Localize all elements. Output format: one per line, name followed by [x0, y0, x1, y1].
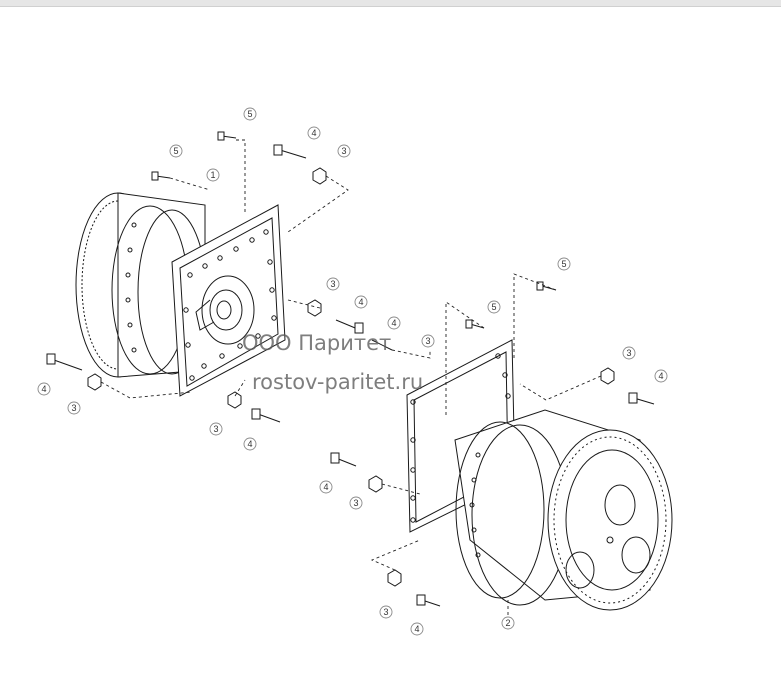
svg-text:5: 5	[491, 302, 496, 312]
callout-3: 3	[326, 277, 340, 291]
svg-text:3: 3	[383, 607, 388, 617]
assembly-leader-lines	[100, 139, 602, 620]
svg-text:4: 4	[658, 371, 663, 381]
watermark-company-name: ООО Паритет	[242, 331, 392, 355]
svg-text:5: 5	[247, 109, 252, 119]
svg-text:3: 3	[353, 498, 358, 508]
callout-4: 4	[307, 126, 321, 140]
svg-text:4: 4	[311, 128, 316, 138]
svg-text:4: 4	[358, 297, 363, 307]
watermark-website: rostov-paritet.ru	[252, 370, 424, 394]
svg-text:1: 1	[210, 170, 215, 180]
callout-3: 3	[209, 422, 223, 436]
callout-3: 3	[622, 346, 636, 360]
final-drive-right	[406, 339, 673, 611]
callout-5: 5	[487, 300, 501, 314]
callout-4: 4	[319, 480, 333, 494]
svg-text:4: 4	[247, 439, 252, 449]
callout-4: 4	[387, 316, 401, 330]
svg-text:5: 5	[173, 146, 178, 156]
svg-text:3: 3	[213, 424, 218, 434]
callout-3: 3	[421, 334, 435, 348]
callout-4: 4	[354, 295, 368, 309]
svg-text:3: 3	[330, 279, 335, 289]
svg-text:5: 5	[561, 259, 566, 269]
callout-group: 1 2 5 5 4 3 4 3 3 4 3 4 4 3 5 5 3 4 4 3 …	[37, 107, 668, 636]
callout-4: 4	[410, 622, 424, 636]
callout-5: 5	[169, 144, 183, 158]
final-drive-left	[75, 192, 286, 397]
svg-text:4: 4	[323, 482, 328, 492]
svg-text:3: 3	[425, 336, 430, 346]
flange-holes-left	[183, 229, 277, 381]
svg-text:3: 3	[71, 403, 76, 413]
callout-3: 3	[349, 496, 363, 510]
callout-2: 2	[501, 616, 515, 630]
callout-5: 5	[243, 107, 257, 121]
svg-text:2: 2	[505, 618, 510, 628]
callout-3: 3	[379, 605, 393, 619]
fasteners	[46, 131, 655, 607]
callout-4: 4	[243, 437, 257, 451]
svg-text:4: 4	[391, 318, 396, 328]
callout-3: 3	[67, 401, 81, 415]
drum-bolt-ring	[125, 222, 137, 353]
callout-4: 4	[654, 369, 668, 383]
window-top-bar	[0, 0, 781, 7]
callout-1: 1	[206, 168, 220, 182]
callout-4: 4	[37, 382, 51, 396]
svg-text:4: 4	[41, 384, 46, 394]
svg-text:4: 4	[414, 624, 419, 634]
callout-5: 5	[557, 257, 571, 271]
drum-bolts-right	[469, 452, 481, 558]
callout-3: 3	[337, 144, 351, 158]
svg-text:3: 3	[341, 146, 346, 156]
flange-holes-right	[410, 353, 511, 523]
svg-text:3: 3	[626, 348, 631, 358]
